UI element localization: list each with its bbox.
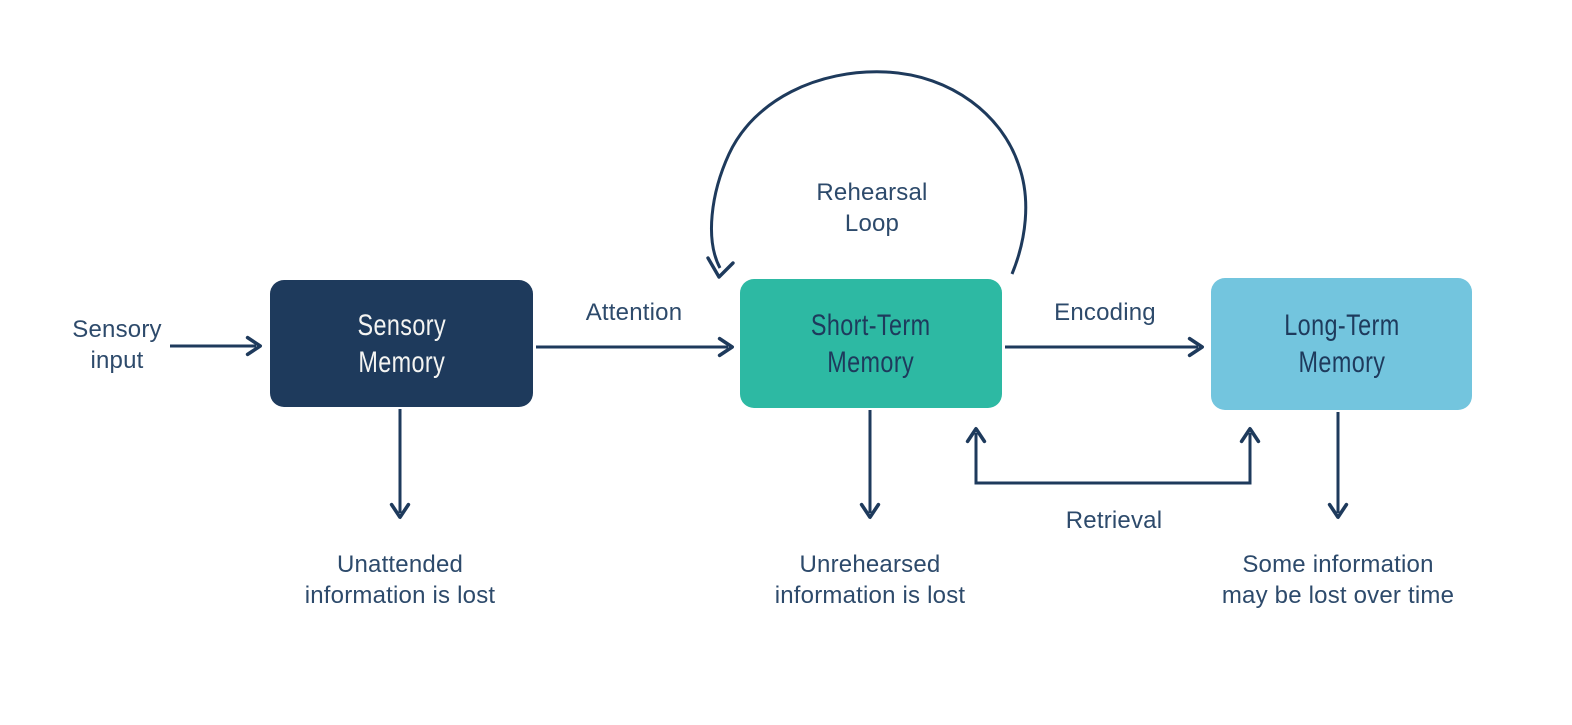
short-term-memory-label: Short-Term Memory (811, 308, 931, 379)
sensory-memory-label: Sensory Memory (357, 308, 446, 379)
unattended-loss-caption: Unattended information is lost (304, 551, 496, 609)
long-term-memory-box: Long-Term Memory (1211, 278, 1472, 410)
sensory-input-label: Sensory input (72, 316, 162, 374)
rehearsal-loop-arc (710, 70, 1028, 275)
retrieval-arrow (965, 427, 1261, 485)
rehearsal-loop-label: Rehearsal Loop (816, 179, 928, 237)
sensory-memory-box: Sensory Memory (270, 280, 533, 407)
long-term-memory-label: Long-Term Memory (1283, 309, 1400, 379)
unrehearsed-loss-caption: Unrehearsed information is lost (774, 551, 966, 609)
short-term-memory-box: Short-Term Memory (740, 279, 1002, 408)
retrieval-label: Retrieval (1065, 507, 1163, 534)
time-loss-caption: Some information may be lost over time (1221, 551, 1455, 609)
attention-label: Attention (585, 299, 683, 326)
encoding-label: Encoding (1054, 299, 1156, 326)
rehearsal-loop-arrowhead-icon (706, 256, 735, 279)
